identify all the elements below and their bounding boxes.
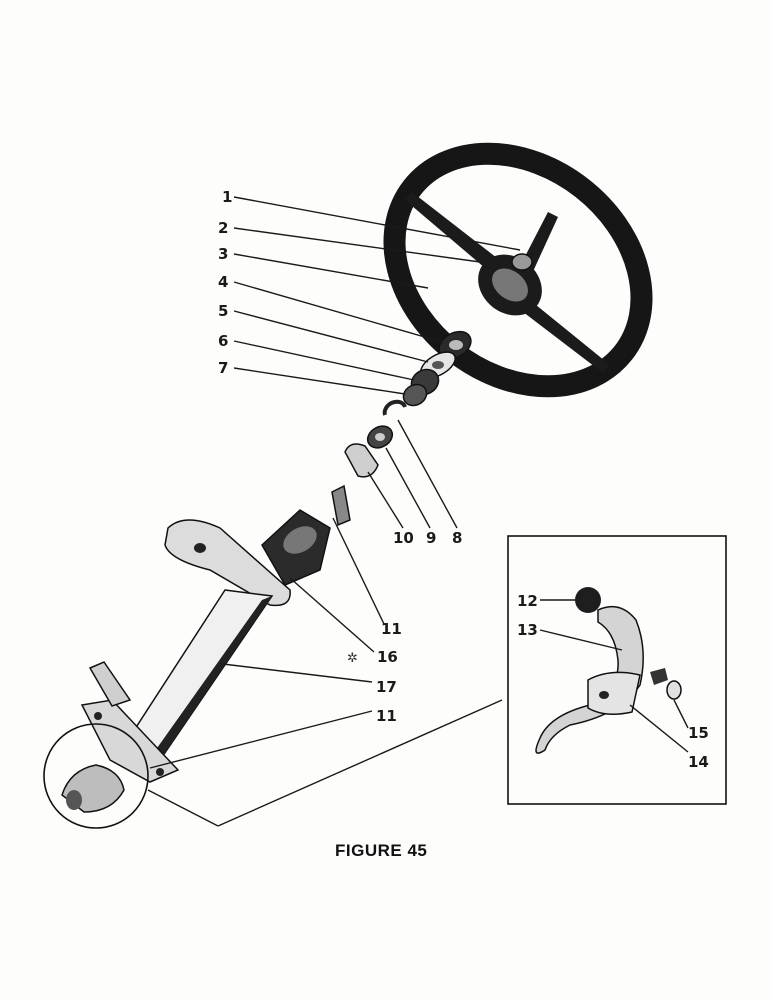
callout-11-lower: 11	[376, 707, 397, 725]
part-10-bush	[344, 443, 379, 478]
callout-labels: 1 2 3 4 5 6 7 10 9 8 11 16 17 11 12 13 1…	[218, 188, 709, 771]
part-8-circlip	[382, 399, 407, 416]
exploded-parts	[344, 330, 472, 478]
callout-8: 8	[452, 529, 462, 547]
callout-11-upper: 11	[381, 620, 402, 638]
callout-17: 17	[376, 678, 397, 696]
callout-3: 3	[218, 245, 228, 263]
part-15-bolt	[650, 668, 668, 685]
callout-10: 10	[393, 529, 414, 547]
callout-5: 5	[218, 302, 228, 320]
inset-box	[507, 535, 727, 805]
callout-4: 4	[218, 273, 228, 291]
steering-column: ✲	[80, 484, 358, 783]
callout-16: 16	[377, 648, 398, 666]
steering-wheel	[383, 142, 653, 398]
callout-2: 2	[218, 219, 228, 237]
part-14-clip	[587, 671, 641, 715]
callout-15: 15	[688, 724, 709, 742]
part-7-spring	[402, 383, 428, 407]
callout-12: 12	[517, 592, 538, 610]
svg-text:✲: ✲	[347, 651, 358, 666]
leader-lines	[149, 196, 689, 769]
callout-6: 6	[218, 332, 228, 350]
callout-14: 14	[688, 753, 709, 771]
part-12-knob	[575, 587, 601, 613]
callout-7: 7	[218, 359, 228, 377]
callout-13: 13	[517, 621, 538, 639]
callout-1: 1	[222, 188, 232, 206]
callout-9: 9	[426, 529, 436, 547]
detail-circle	[43, 699, 503, 829]
figure-caption: FIGURE 45	[335, 841, 427, 860]
